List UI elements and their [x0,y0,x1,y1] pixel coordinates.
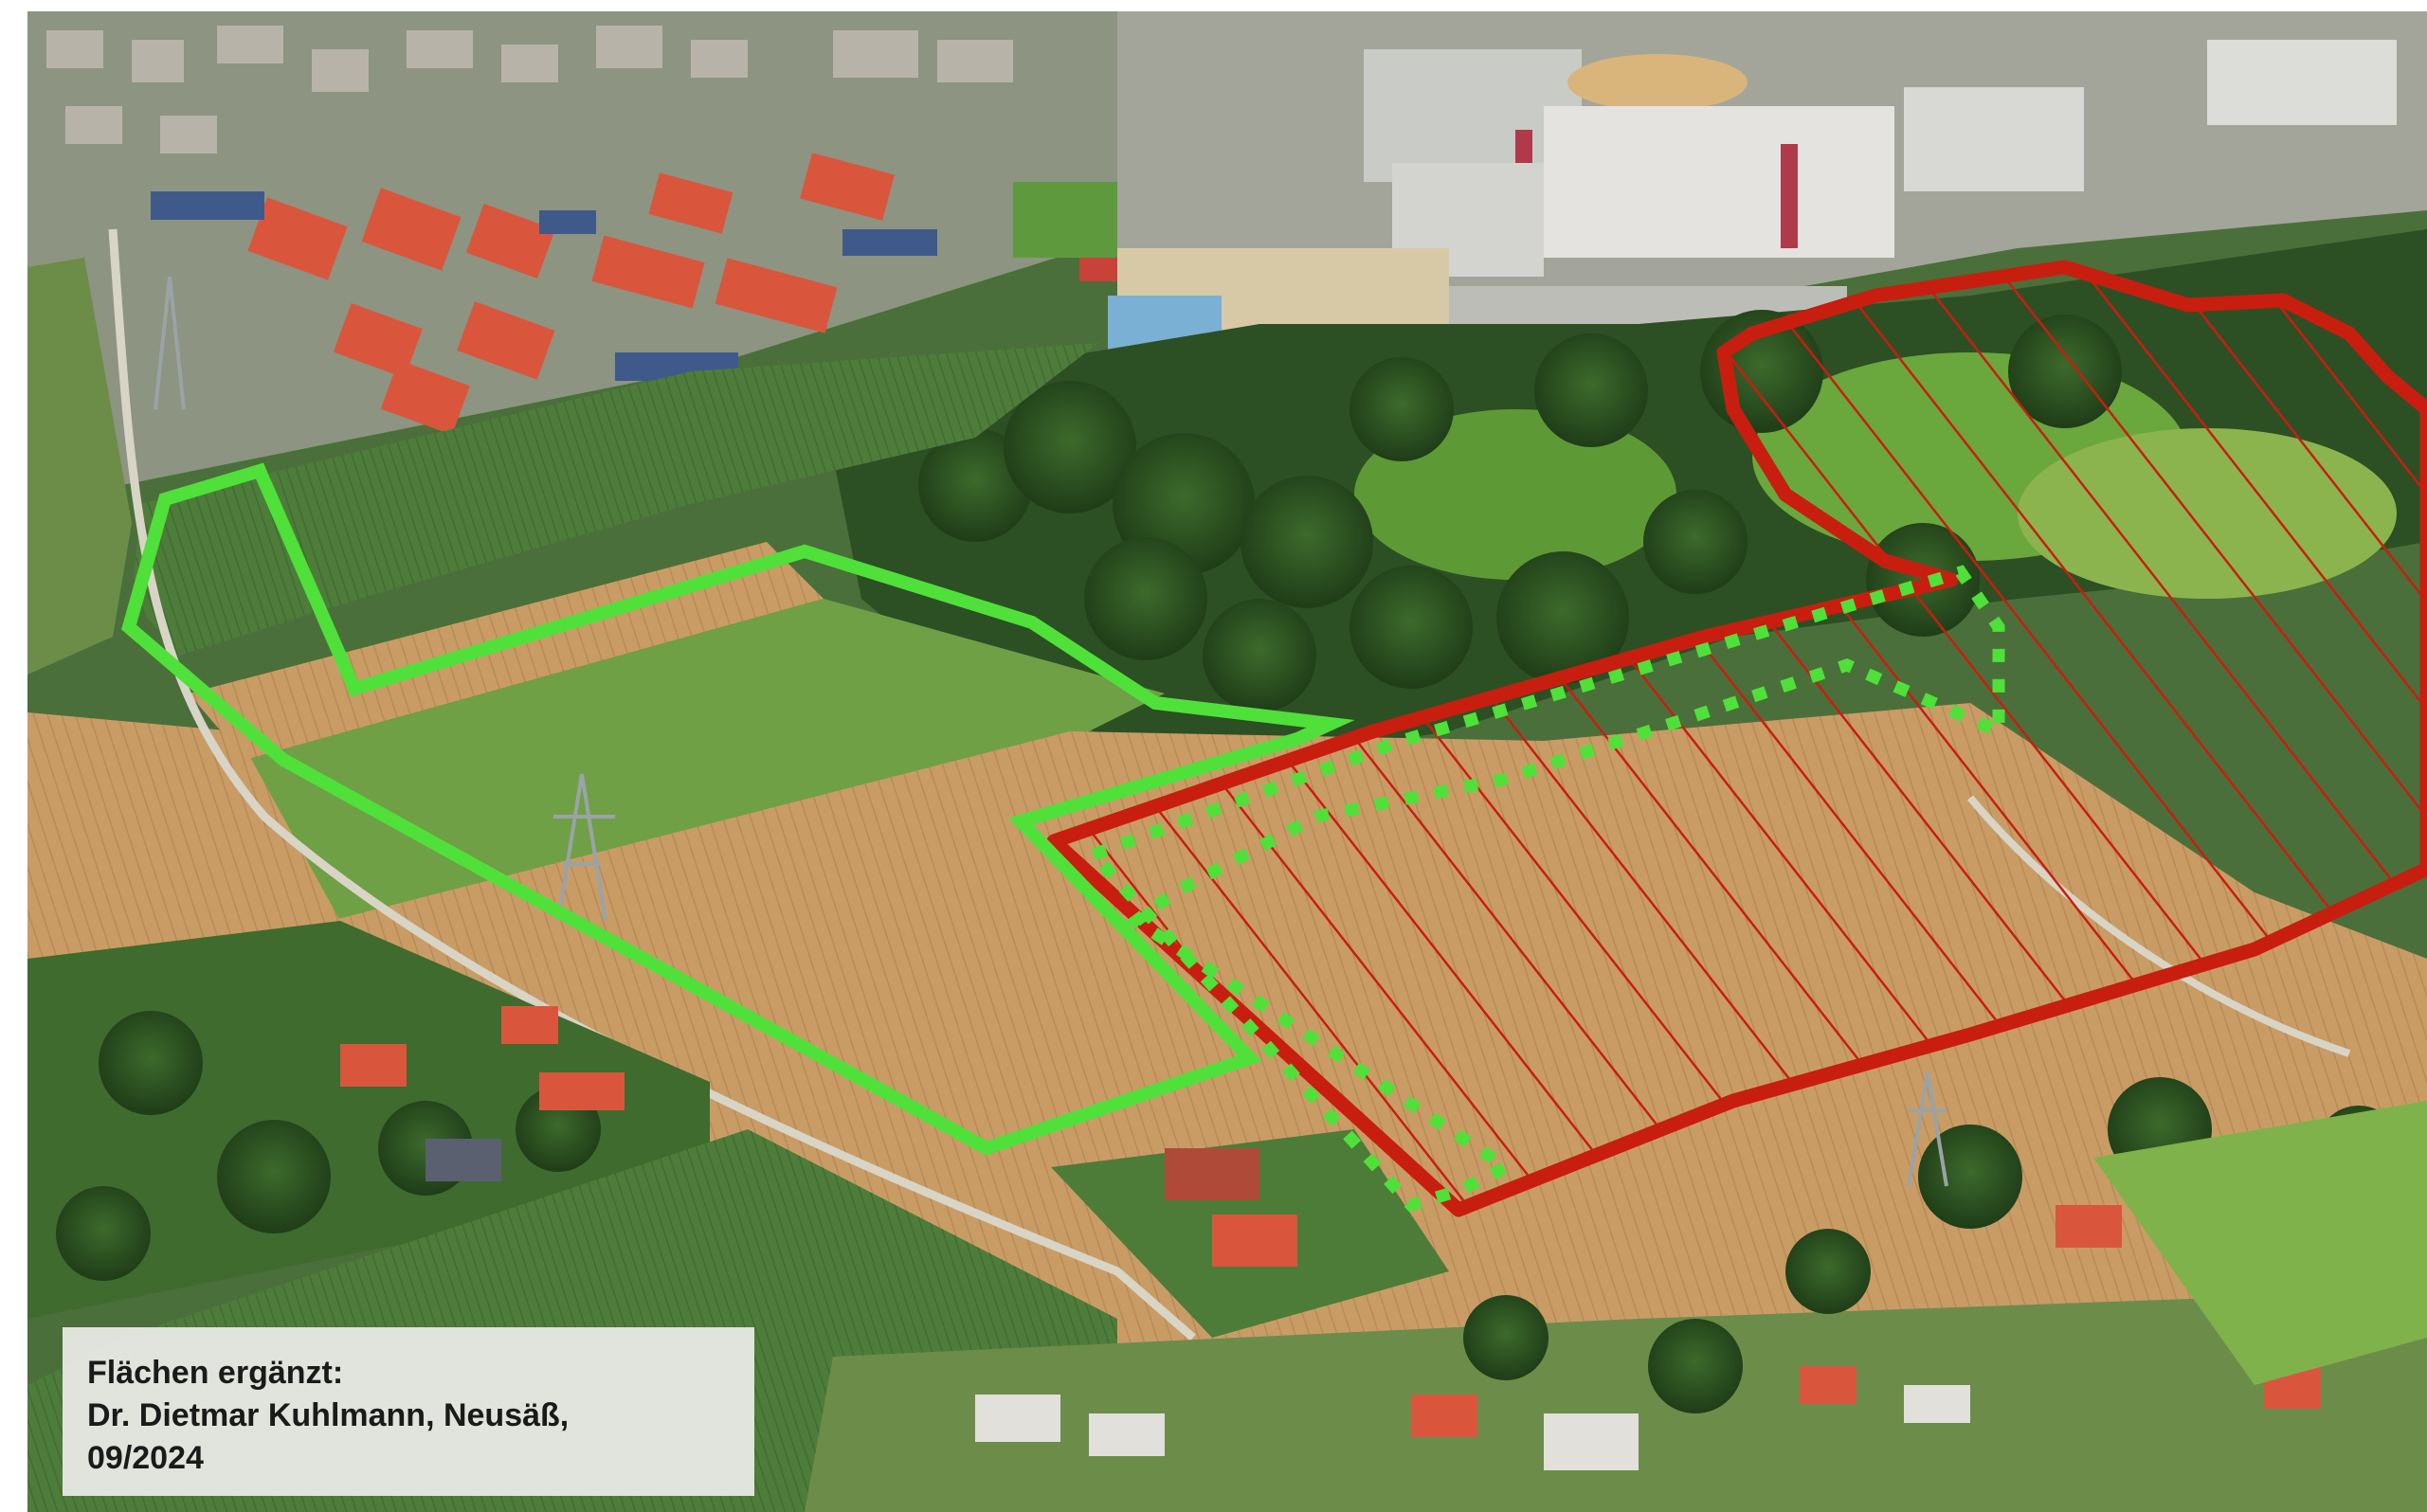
field-green-middle [245,599,1165,921]
power-pylon [154,276,1948,1187]
red-hatched-area [1046,260,2427,1217]
aerial-photo [27,11,2427,1512]
green-outline-area [121,462,1355,1156]
residential-area-south [805,1077,2427,1512]
field-green-north [132,343,1098,656]
caption-line-2: Dr. Dietmar Kuhlmann, Neusäß, [87,1397,570,1433]
caption-line-3: 09/2024 [87,1440,204,1476]
caption-box: Flächen ergänzt: Dr. Dietmar Kuhlmann, N… [63,1327,754,1496]
caption-line-1: Flächen ergänzt: [87,1355,344,1391]
residential-area-north [27,11,1184,504]
residential-area-southwest [27,921,710,1319]
green-dotted-area [1082,565,2005,1213]
